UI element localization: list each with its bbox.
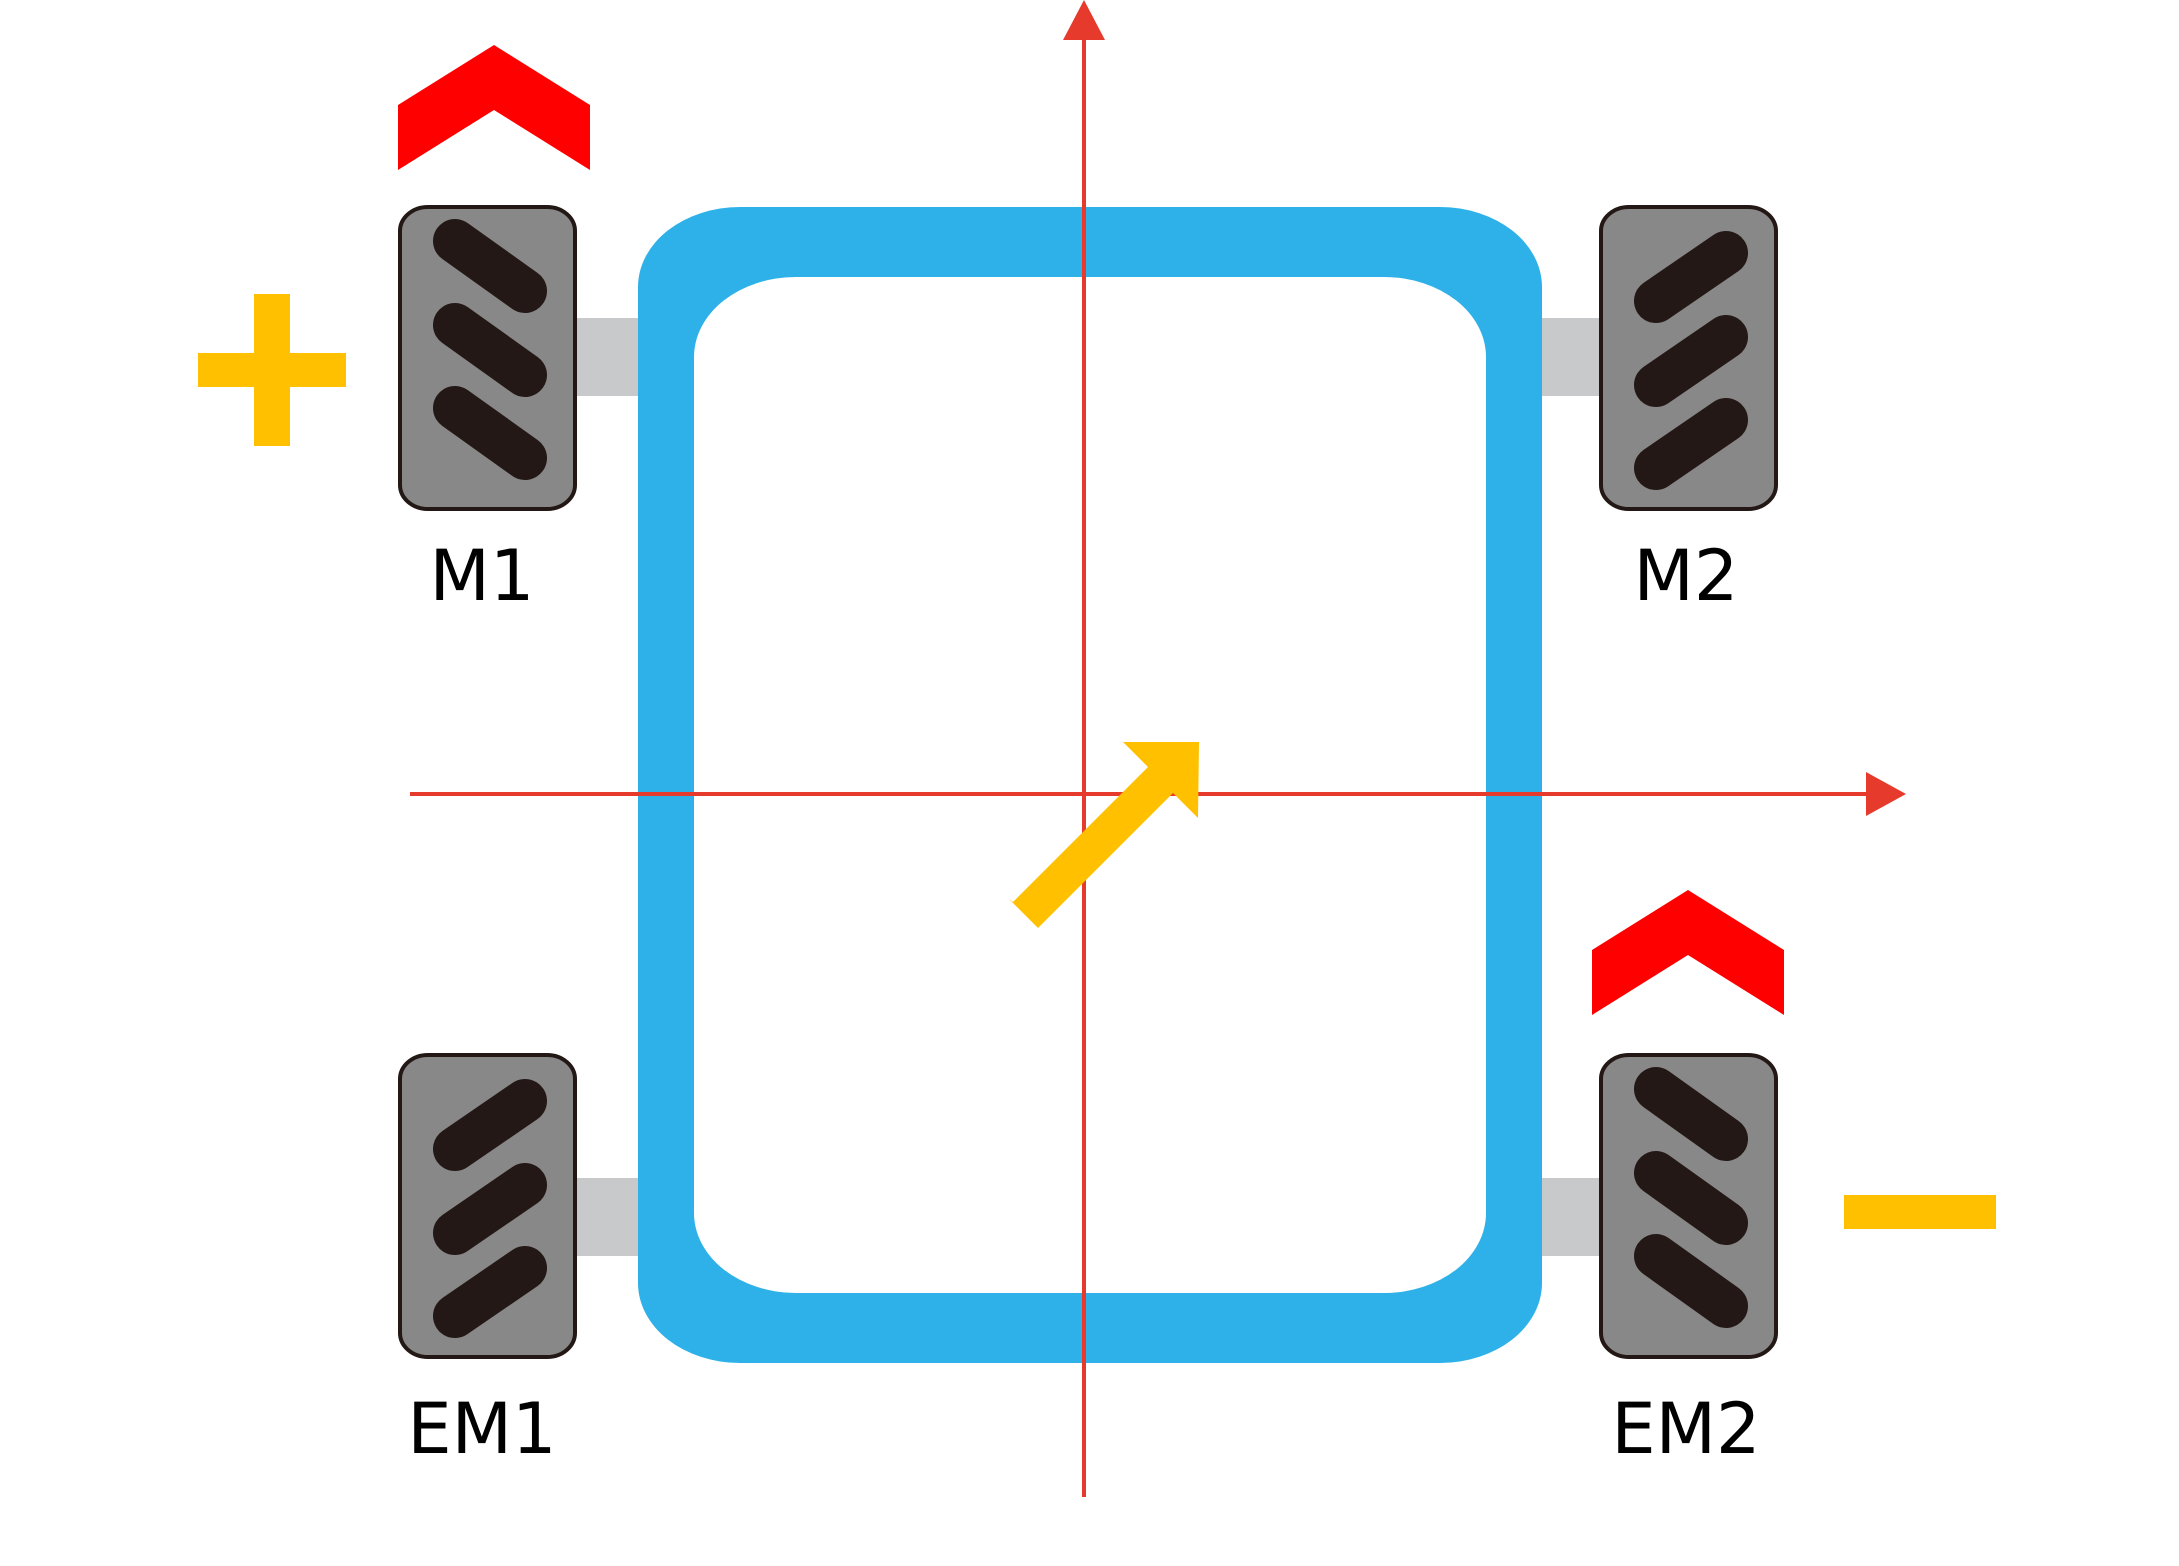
axle-m2 xyxy=(1542,318,1608,396)
wheel-roller xyxy=(1634,231,1748,323)
wheel-roller xyxy=(433,1163,547,1255)
wheel-roller xyxy=(433,1246,547,1338)
minus-sign-icon xyxy=(1844,1195,1996,1229)
x-axis-arrowhead xyxy=(1866,772,1906,816)
wheel-roller xyxy=(433,1079,547,1171)
wheel-roller xyxy=(433,386,547,480)
chassis-frame xyxy=(638,207,1542,1363)
wheel-roller xyxy=(433,219,547,313)
wheel-em1 xyxy=(398,1053,577,1359)
wheel-roller xyxy=(1634,1067,1748,1161)
rotation-signs xyxy=(198,294,1996,1229)
axles xyxy=(575,318,1608,1256)
wheel-roller xyxy=(1634,1151,1748,1245)
axle-em1 xyxy=(575,1178,641,1256)
wheel-label-em2: EM2 xyxy=(1611,1388,1760,1470)
wheels xyxy=(398,205,1778,1359)
diagonal-arrow-icon xyxy=(1009,742,1199,928)
wheel-roller xyxy=(1634,315,1748,407)
direction-chevrons xyxy=(398,45,1784,1015)
wheel-roller xyxy=(1634,398,1748,490)
plus-sign-icon xyxy=(198,353,346,387)
wheel-em2 xyxy=(1599,1053,1778,1359)
wheel-label-em1: EM1 xyxy=(407,1388,556,1470)
y-axis-arrowhead xyxy=(1063,0,1105,40)
wheel-label-m1: M1 xyxy=(430,535,535,617)
axle-em2 xyxy=(1542,1178,1608,1256)
wheel-m2 xyxy=(1599,205,1778,511)
wheel-roller xyxy=(1634,1234,1748,1328)
wheel-roller xyxy=(433,303,547,397)
forward-chevron-icon xyxy=(1592,890,1784,1015)
wheel-label-m2: M2 xyxy=(1634,535,1739,617)
axle-m1 xyxy=(575,318,641,396)
wheel-m1 xyxy=(398,205,577,511)
forward-chevron-icon xyxy=(398,45,590,170)
motion-arrow xyxy=(1009,742,1199,928)
